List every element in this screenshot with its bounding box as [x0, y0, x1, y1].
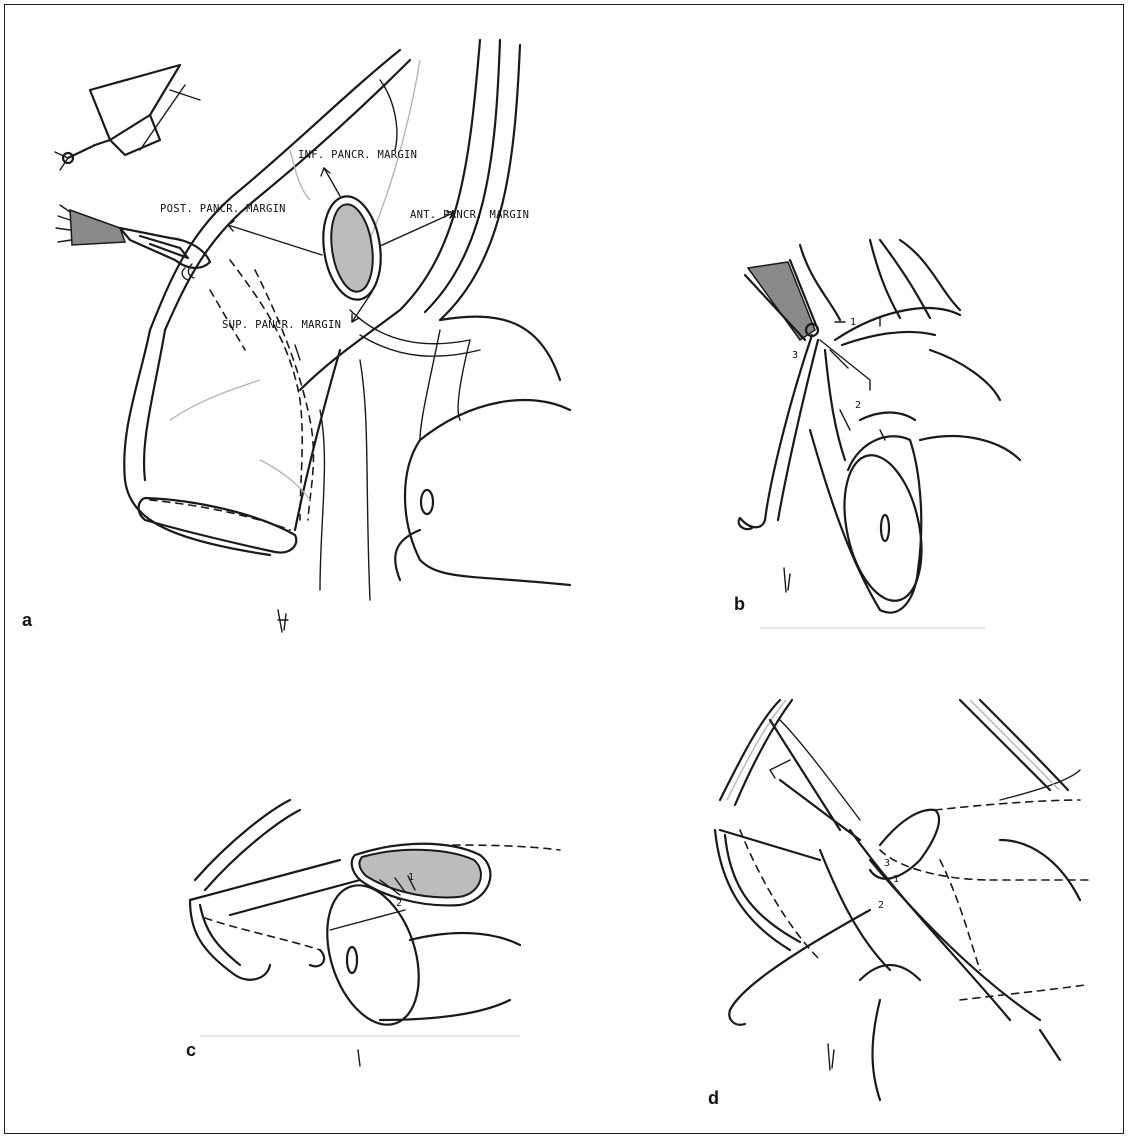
suture-number-b-1: 1 [850, 317, 856, 328]
label-post-pancr-margin: POST. PANCR. MARGIN [160, 203, 286, 215]
panel-label-c: c [186, 1040, 196, 1061]
signature-a [278, 610, 288, 632]
label-ant-pancr-margin: ANT. PANCR. MARGIN [410, 209, 529, 221]
suture-number-b-2: 2 [855, 400, 861, 411]
label-sup-pancr-margin: SUP. PANCR. MARGIN [222, 319, 341, 331]
suture-number-d-1: 1 [893, 874, 899, 885]
suture-number-d-3: 3 [884, 858, 890, 869]
suture-number-d-2: 2 [878, 900, 884, 911]
panel-label-a: a [22, 610, 32, 631]
panel-d-drawing: 1 2 3 [715, 700, 1090, 1100]
panel-label-d: d [708, 1088, 719, 1109]
suture-number-c-2: 2 [396, 898, 402, 909]
label-inf-pancr-margin: INF. PANCR. MARGIN [298, 149, 417, 161]
panel-b-drawing: 1 2 3 [739, 240, 1020, 628]
suture-number-c-1: 1 [408, 872, 414, 883]
suture-number-b-3: 3 [792, 350, 798, 361]
panel-label-b: b [734, 594, 745, 615]
panel-c-drawing: 1 2 [190, 800, 560, 1066]
